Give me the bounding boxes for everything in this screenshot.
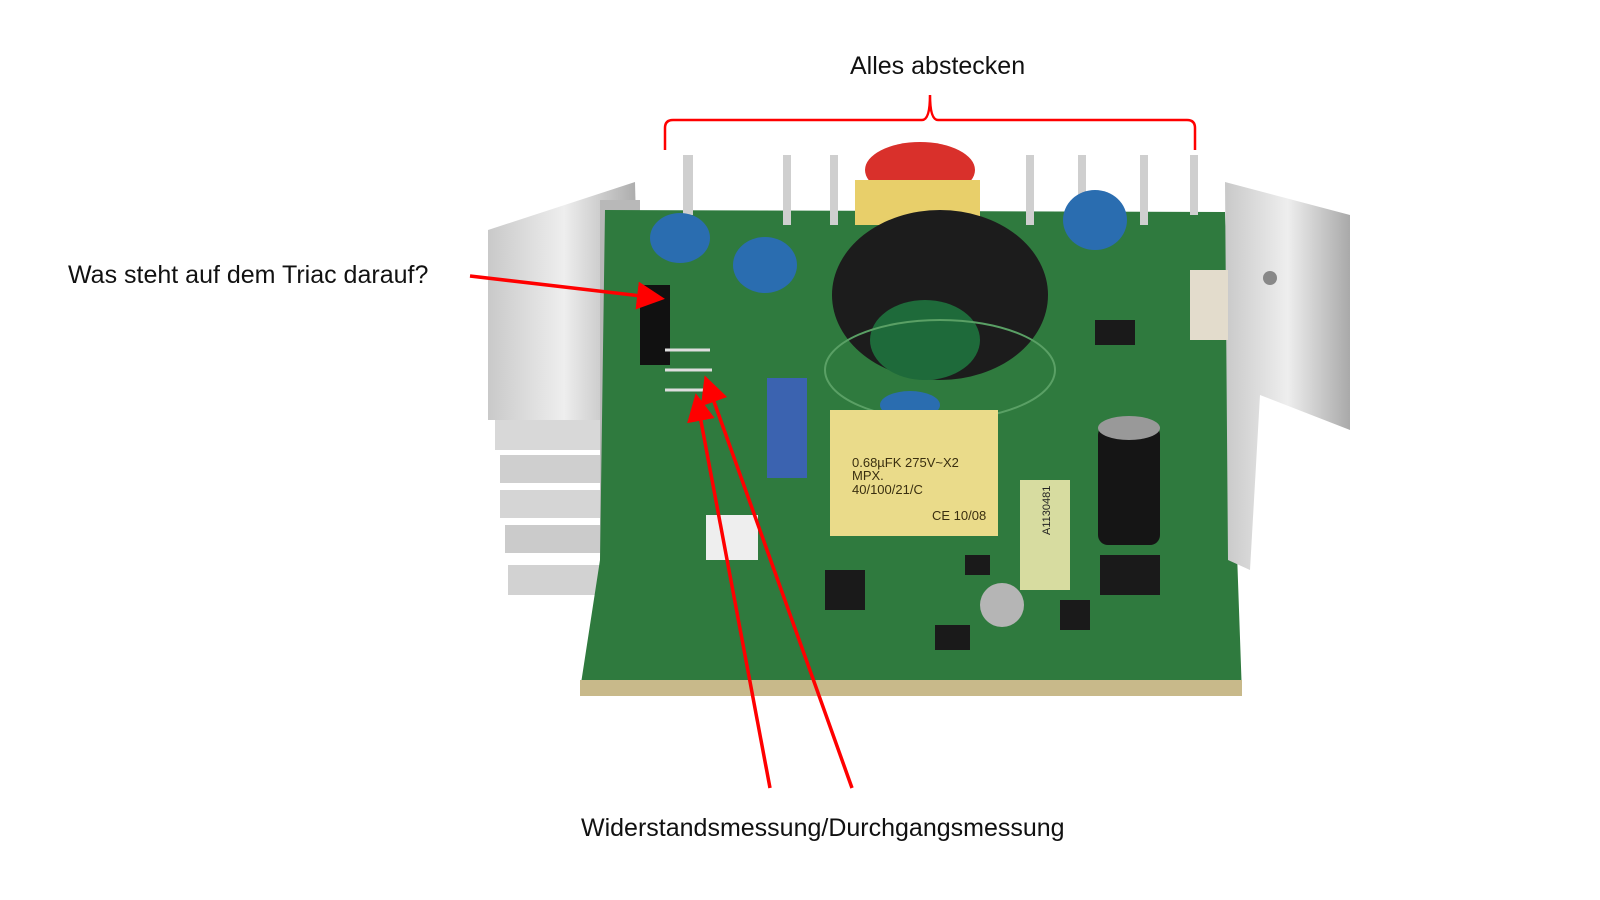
arrow-measure-1 (687, 393, 772, 789)
label-resistance-measurement: Widerstandsmessung/Durchgangsmessung (581, 814, 1065, 842)
small-transformer (1020, 480, 1070, 590)
arrow-measure-2 (700, 375, 854, 789)
optocoupler (706, 515, 758, 560)
smd-components (825, 320, 1160, 650)
label-triac-question: Was steht auf dem Triac darauf? (68, 261, 429, 289)
blue-film-capacitor (767, 378, 807, 478)
cap-text-2: MPX. (852, 468, 884, 483)
connector-j12 (1190, 270, 1228, 340)
label-alles-abstecken: Alles abstecken (850, 52, 1026, 80)
arrow-triac (469, 274, 665, 310)
cap-text-3: 40/100/21/C (852, 482, 923, 497)
electrolytic-capacitor (1098, 425, 1160, 545)
brace-alles-abstecken (663, 94, 1197, 150)
connector-pins (683, 155, 1198, 225)
cap-text-1: 0.68µFK 275V~X2 (852, 455, 959, 470)
right-heatsink (1225, 182, 1350, 570)
cap-text-4: CE 10/08 (932, 508, 986, 523)
x2-capacitor: 0.68µFK 275V~X2 MPX. 40/100/21/C CE 10/0… (830, 410, 998, 536)
transformer-code: A1130481 (1041, 486, 1053, 535)
